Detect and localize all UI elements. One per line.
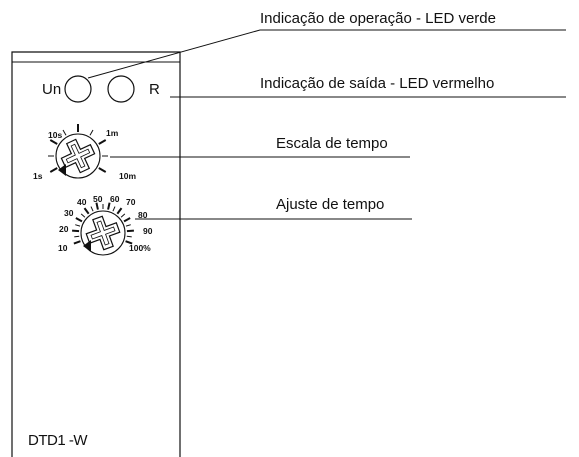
dial-label: 1s [33,171,43,181]
time-adjust-dial[interactable]: 10 20 30 40 50 60 70 80 90 100% [58,194,153,256]
dial-tick [89,129,94,136]
led-un-label: Un [42,81,62,98]
dial-label: 10 [58,243,68,253]
time-adjust-knob[interactable] [82,212,123,253]
dial-label: 70 [126,197,136,207]
callout-led-green: Indicação de operação - LED verde [260,10,496,27]
dial-tick [80,213,86,218]
dial-tick [123,217,131,223]
dial-label: 60 [110,194,120,204]
led-un [64,75,92,103]
dial-label: 1m [106,128,119,138]
dial-tick [126,235,132,238]
dial-label: 90 [143,226,153,236]
dial-tick [125,224,131,227]
time-adjust-pointer [83,240,91,252]
dial-label: 40 [77,197,87,207]
dial-tick [126,229,134,233]
dial-tick [75,224,81,227]
dial-label: 100% [129,243,151,253]
dial-tick [75,217,83,223]
dial-label: 30 [64,208,74,218]
dial-tick [107,202,111,210]
dial-tick [49,167,58,173]
dial-label: 20 [59,224,69,234]
device-panel-outline [11,51,181,457]
dial-tick [98,167,107,173]
callout-led-red: Indicação de saída - LED vermelho [260,75,495,92]
dial-tick [98,139,107,145]
dial-tick [62,129,67,136]
callout-time-scale: Escala de tempo [276,135,388,152]
callout-time-adjust: Ajuste de tempo [276,196,385,213]
time-scale-pointer [58,164,66,176]
dial-tick [49,139,58,145]
dial-tick [72,229,80,233]
dial-tick [73,240,81,245]
dial-tick [125,240,133,245]
dial-tick [112,206,116,212]
dial-tick [116,207,123,215]
led-r [107,75,135,103]
dial-tick [90,206,94,212]
dial-label: 80 [138,210,148,220]
dial-label: 50 [93,194,103,204]
device-model-label: DTD1 -W [28,432,88,449]
dial-tick [120,213,126,218]
dial-tick [83,207,90,215]
dial-tick [74,235,80,238]
led-r-label: R [149,81,160,98]
dial-label: 10s [48,130,62,140]
dial-label: 10m [119,171,136,181]
time-scale-dial[interactable]: 10s 1m 1s 10m [33,124,136,181]
time-scale-knob[interactable] [57,135,100,178]
dial-tick [95,202,99,210]
leader-led-green [87,29,566,79]
